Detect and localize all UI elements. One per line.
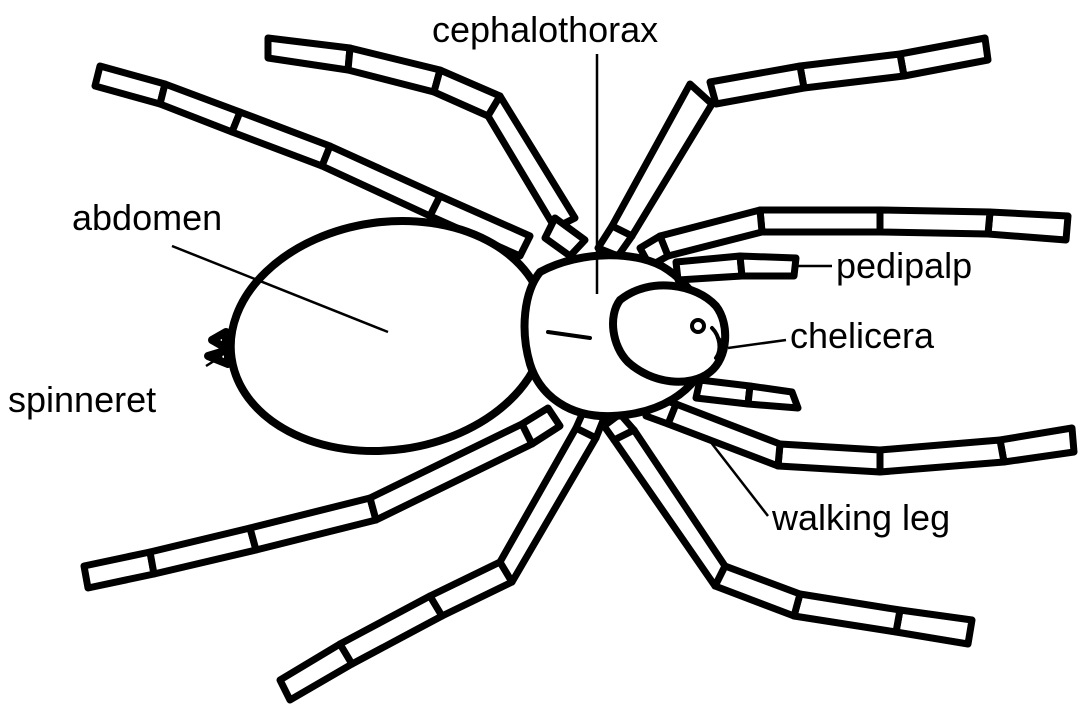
label-abdomen: abdomen: [72, 197, 222, 238]
leg-right-3: [646, 396, 1074, 472]
label-pedipalp: pedipalp: [836, 245, 972, 286]
label-chelicera: chelicera: [790, 315, 935, 356]
label-walking-leg: walking leg: [771, 497, 950, 538]
head-shape: [613, 285, 725, 381]
pedipalp-shape: [676, 256, 796, 280]
label-spinneret: spinneret: [8, 379, 156, 420]
appendage-lower-palp: [696, 380, 798, 408]
eye-mark: [692, 320, 704, 332]
label-cephalothorax: cephalothorax: [432, 9, 658, 50]
leader-chelicera: [728, 340, 786, 348]
leg-left-3: [280, 410, 604, 700]
